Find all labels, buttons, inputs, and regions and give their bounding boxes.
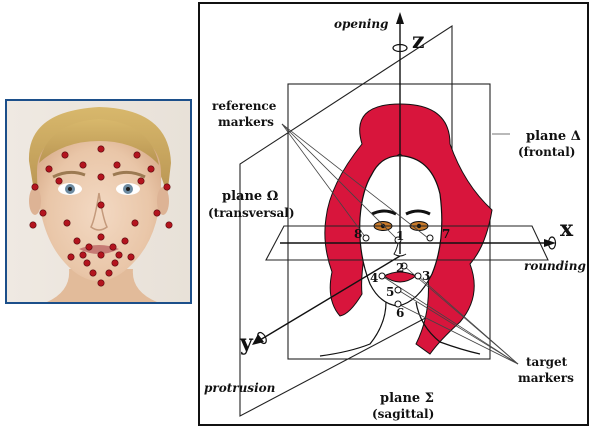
marker-dot	[80, 162, 86, 168]
face-photo	[7, 101, 190, 302]
marker-dot	[40, 210, 46, 216]
marker-dot	[68, 254, 74, 260]
opening-label: opening	[334, 17, 388, 31]
marker-dot	[148, 166, 154, 172]
point-label-6: 6	[396, 306, 404, 320]
transversal-plane-label: plane Ω	[222, 189, 278, 204]
frontal-plane-label: plane Δ	[526, 129, 581, 144]
marker-dot	[84, 260, 90, 266]
x-axis-label: x	[560, 216, 574, 242]
marker-dot	[56, 178, 62, 184]
z-arrow-head	[396, 12, 404, 24]
diagram-svg: 1 2 3 4 5 6 7 8 z x y opening rounding p…	[200, 4, 587, 424]
marker-dot	[80, 252, 86, 258]
point-label-5: 5	[386, 285, 394, 299]
marker-dot	[132, 220, 138, 226]
point-label-4: 4	[370, 271, 378, 285]
protrusion-label: protrusion	[204, 381, 275, 395]
marker-dot	[30, 222, 36, 228]
point-label-2: 2	[396, 261, 404, 275]
marker-dot	[98, 280, 104, 286]
marker-dot	[98, 234, 104, 240]
rounding-label: rounding	[524, 259, 586, 273]
marker-dot	[122, 238, 128, 244]
frontal-plane-sub: (frontal)	[518, 145, 575, 159]
marker-dot	[164, 184, 170, 190]
target-markers-label-2: markers	[518, 371, 574, 385]
marker-dot	[138, 178, 144, 184]
marker-dot	[116, 252, 122, 258]
marker-dot	[154, 210, 160, 216]
marker-dot	[134, 152, 140, 158]
point-label-3: 3	[422, 269, 430, 283]
marker-dot	[98, 202, 104, 208]
point-label-1: 1	[396, 229, 404, 243]
sagittal-plane-sub: (sagittal)	[372, 407, 434, 421]
reference-markers-label-2: markers	[218, 115, 274, 129]
marker-dot	[98, 146, 104, 152]
marker-dot	[64, 220, 70, 226]
marker-dot	[106, 270, 112, 276]
sagittal-plane-label: plane Σ	[380, 391, 434, 406]
marker-dot	[86, 244, 92, 250]
face-photo-panel	[5, 99, 192, 304]
marker-dot	[114, 162, 120, 168]
marker-dot	[98, 174, 104, 180]
marker-dot	[128, 254, 134, 260]
marker-dot	[112, 260, 118, 266]
marker-dot	[166, 222, 172, 228]
point-label-7: 7	[442, 227, 450, 241]
reference-markers-label-1: reference	[212, 99, 277, 113]
transversal-plane-sub: (transversal)	[208, 206, 295, 220]
target-markers-label-1: target	[526, 355, 568, 369]
marker-dot	[90, 270, 96, 276]
marker-dot	[74, 238, 80, 244]
z-axis-label: z	[412, 28, 425, 54]
marker-dot	[46, 166, 52, 172]
y-axis-label: y	[239, 330, 254, 356]
marker-dot	[98, 252, 104, 258]
marker-dot	[62, 152, 68, 158]
x-arrow-head	[544, 239, 556, 247]
marker-dot	[32, 184, 38, 190]
marker-dot	[110, 244, 116, 250]
point-label-8: 8	[354, 227, 362, 241]
diagram-panel: 1 2 3 4 5 6 7 8 z x y opening rounding p…	[198, 2, 589, 426]
